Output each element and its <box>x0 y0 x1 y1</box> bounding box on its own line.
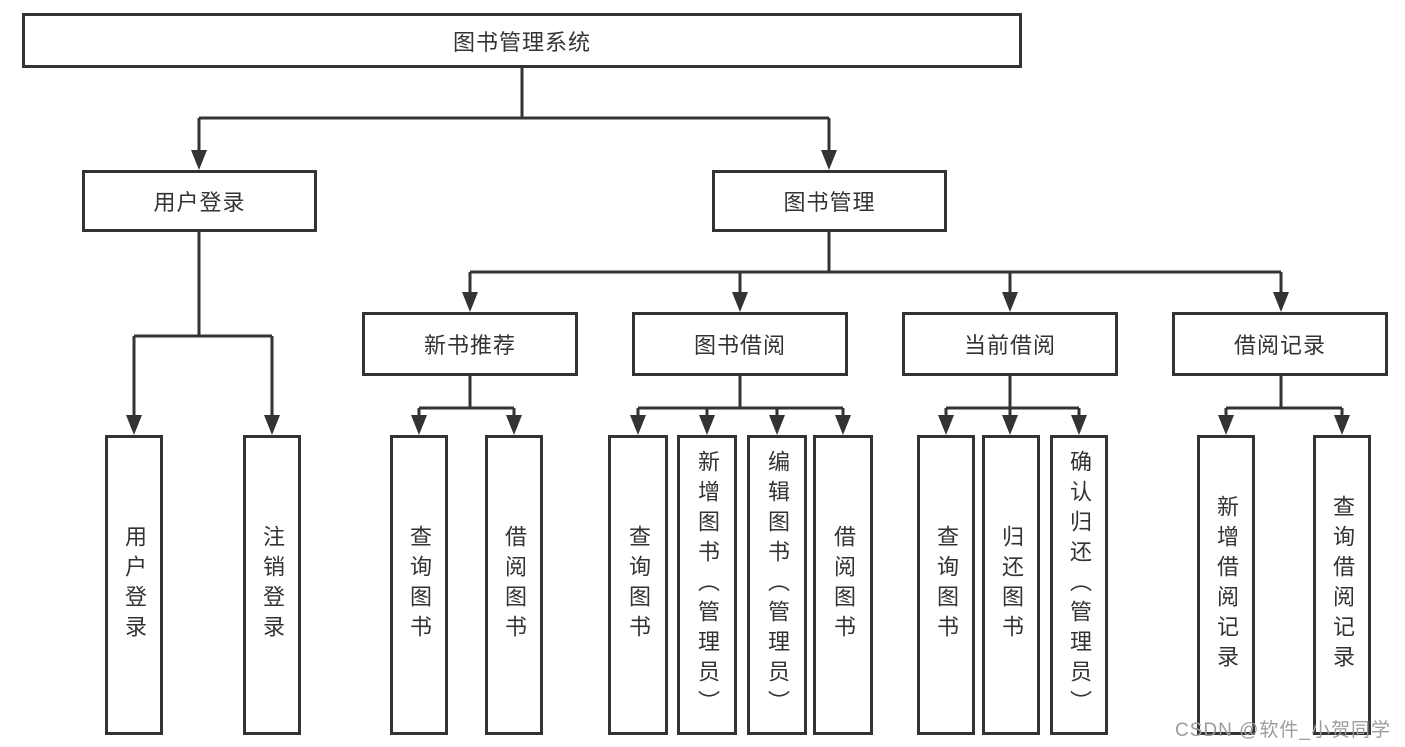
connector-current-borrowing-to-leaves <box>938 376 1087 435</box>
leaf-borrow-books-recommend-label: 借阅图书 <box>502 525 527 645</box>
leaf-edit-books-admin-label: 编辑图书（管理员） <box>765 450 790 720</box>
node-book-borrowing: 图书借阅 <box>632 312 848 376</box>
leaf-return-books-label: 归还图书 <box>999 525 1024 645</box>
leaf-edit-books-admin: 编辑图书（管理员） <box>747 435 807 735</box>
leaf-query-books-recommend-label: 查询图书 <box>407 525 432 645</box>
leaf-logout-login: 注销登录 <box>243 435 301 735</box>
leaf-user-login-label: 用户登录 <box>122 525 147 645</box>
leaf-query-books-current: 查询图书 <box>917 435 975 735</box>
leaf-add-books-admin: 新增图书（管理员） <box>677 435 737 735</box>
node-borrowing-records: 借阅记录 <box>1172 312 1388 376</box>
connector-borrowing-records-to-leaves <box>1218 376 1350 435</box>
connector-user-login-to-leaves <box>126 232 280 435</box>
leaf-borrow-books-recommend: 借阅图书 <box>485 435 543 735</box>
connector-book-management-to-level3 <box>462 232 1289 312</box>
leaf-add-borrow-record-label: 新增借阅记录 <box>1214 495 1239 675</box>
leaf-query-books-borrow: 查询图书 <box>608 435 668 735</box>
leaf-query-books-current-label: 查询图书 <box>934 525 959 645</box>
leaf-confirm-return-admin-label: 确认归还（管理员） <box>1067 450 1092 720</box>
node-library-management-system: 图书管理系统 <box>22 13 1022 68</box>
csdn-watermark: CSDN @软件_小贺同学 <box>1175 720 1391 741</box>
node-user-login: 用户登录 <box>82 170 317 232</box>
leaf-logout-login-label: 注销登录 <box>260 525 285 645</box>
leaf-return-books: 归还图书 <box>982 435 1040 735</box>
leaf-query-borrow-record: 查询借阅记录 <box>1313 435 1371 735</box>
leaf-user-login: 用户登录 <box>105 435 163 735</box>
leaf-borrow-books: 借阅图书 <box>813 435 873 735</box>
connector-root-to-level2 <box>191 68 837 170</box>
leaf-add-books-admin-label: 新增图书（管理员） <box>695 450 720 720</box>
leaf-confirm-return-admin: 确认归还（管理员） <box>1050 435 1108 735</box>
node-current-borrowing: 当前借阅 <box>902 312 1118 376</box>
node-new-book-recommendation: 新书推荐 <box>362 312 578 376</box>
leaf-borrow-books-label: 借阅图书 <box>831 525 856 645</box>
leaf-query-books-recommend: 查询图书 <box>390 435 448 735</box>
connector-book-borrowing-to-leaves <box>630 376 851 435</box>
connector-new-book-recommendation-to-leaves <box>411 376 522 435</box>
leaf-query-books-borrow-label: 查询图书 <box>626 525 651 645</box>
leaf-query-borrow-record-label: 查询借阅记录 <box>1330 495 1355 675</box>
leaf-add-borrow-record: 新增借阅记录 <box>1197 435 1255 735</box>
node-book-management: 图书管理 <box>712 170 947 232</box>
